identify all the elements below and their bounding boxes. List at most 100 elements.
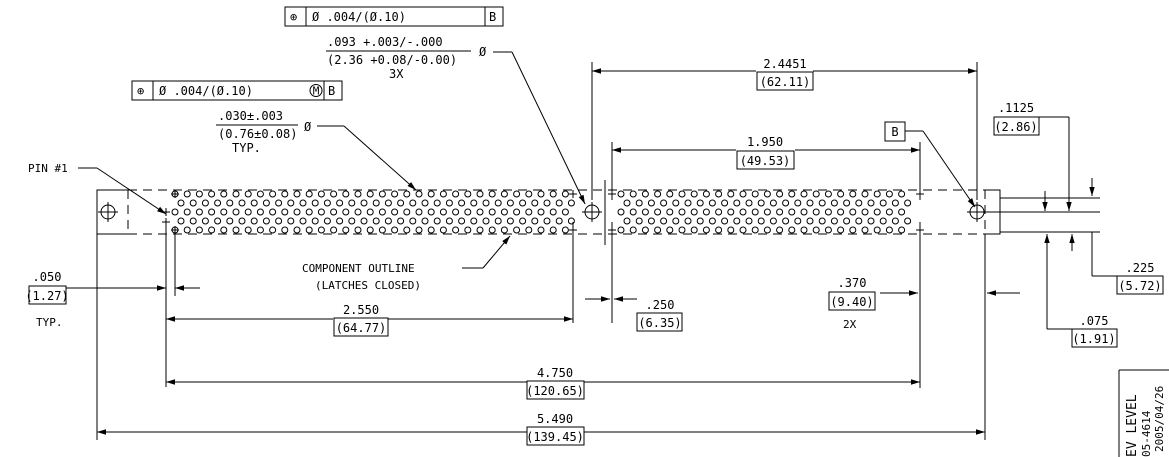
pin-hole	[208, 190, 216, 198]
dim-2-4451-mm: (62.11)	[760, 75, 811, 89]
fcf-mid-symbol: ⊕	[137, 84, 144, 98]
pin-hole	[617, 190, 625, 198]
dim-5-490-in: 5.490	[537, 412, 573, 426]
rev-level-block: EV LEVEL 05-4614 2005/04/26	[1118, 369, 1169, 457]
pin-hole	[183, 208, 191, 216]
pin-hole	[837, 208, 845, 216]
hole-small-diameter-symbol: Ø	[304, 120, 312, 134]
pin-hole	[873, 190, 881, 198]
pin-hole	[629, 226, 637, 234]
pin-hole	[317, 208, 325, 216]
pin-hole	[177, 199, 185, 207]
rev-level-date: 2005/04/26	[1153, 386, 1166, 452]
pin-hole	[409, 217, 417, 225]
pin-hole	[238, 217, 246, 225]
pin-hole	[824, 190, 832, 198]
pin-hole	[769, 199, 777, 207]
pin-hole	[488, 190, 496, 198]
pin-hole	[849, 226, 857, 234]
hole-large-metric: (2.36 +0.08/-0.00)	[327, 53, 457, 67]
dim-2-550: 2.550 (64.77)	[165, 222, 574, 387]
pin-hole	[806, 199, 814, 207]
pin-1-label: PIN #1	[28, 162, 68, 175]
pin-hole	[299, 199, 307, 207]
pin-hole	[226, 217, 234, 225]
pin-hole	[812, 190, 820, 198]
pin-hole	[232, 226, 240, 234]
pin-hole	[397, 199, 405, 207]
pin-hole	[561, 190, 569, 198]
pin-hole	[427, 190, 435, 198]
pin-hole	[549, 190, 557, 198]
pin-hole	[378, 190, 386, 198]
pin-hole	[464, 208, 472, 216]
pin-hole	[733, 199, 741, 207]
pin-hole	[482, 217, 490, 225]
pin-hole	[647, 199, 655, 207]
pin-hole	[782, 217, 790, 225]
pin-hole	[403, 226, 411, 234]
pin-hole	[537, 226, 545, 234]
dim-1-950: 1.950 (49.53)	[611, 135, 921, 200]
pin-hole	[879, 199, 887, 207]
pin-hole	[488, 226, 496, 234]
hole-small-note: TYP.	[232, 141, 261, 155]
pin-hole	[214, 217, 222, 225]
pin-hole	[800, 190, 808, 198]
pin-hole	[494, 199, 502, 207]
pin-hole	[855, 217, 863, 225]
pin-hole	[299, 217, 307, 225]
hole-large-note: 3X	[389, 67, 404, 81]
pin-hole	[537, 190, 545, 198]
pin-hole	[721, 199, 729, 207]
pin-hole	[482, 199, 490, 207]
dim-225-mm: (5.72)	[1118, 279, 1161, 293]
pin-hole	[531, 217, 539, 225]
pin-hole	[837, 190, 845, 198]
pin-hole	[690, 190, 698, 198]
pin-hole	[183, 190, 191, 198]
pin-hole	[641, 226, 649, 234]
pin-hole	[305, 208, 313, 216]
pin-hole	[256, 190, 264, 198]
pin-hole	[378, 226, 386, 234]
pin-hole	[885, 208, 893, 216]
fcf-mid: ⊕ Ø .004/(Ø.10) M B	[131, 80, 343, 101]
pin-hole	[733, 217, 741, 225]
pin-hole	[513, 226, 521, 234]
pin-hole	[220, 226, 228, 234]
component-outline-line2: (LATCHES CLOSED)	[315, 279, 421, 292]
dim-2-550-in: 2.550	[343, 303, 379, 317]
pin-hole	[812, 208, 820, 216]
pin-hole	[183, 226, 191, 234]
dim-250: .250 (6.35)	[585, 222, 683, 332]
component-outline-line1: COMPONENT OUTLINE	[302, 262, 415, 275]
pin-hole	[794, 217, 802, 225]
pin-hole	[488, 208, 496, 216]
pin-hole	[445, 217, 453, 225]
pin-hole	[189, 217, 197, 225]
pin-hole	[433, 199, 441, 207]
pin-hole	[293, 208, 301, 216]
dim-075-mm: (1.91)	[1072, 332, 1115, 346]
pin-hole	[287, 199, 295, 207]
pin-hole	[238, 199, 246, 207]
pin-hole	[415, 208, 423, 216]
pin-hole	[452, 226, 460, 234]
dim-4-750-in: 4.750	[537, 366, 573, 380]
pin-hole	[226, 199, 234, 207]
pin-hole	[421, 217, 429, 225]
pin-hole	[464, 226, 472, 234]
pin-hole	[177, 217, 185, 225]
fcf-top-datum: B	[489, 10, 496, 24]
pin-hole	[275, 199, 283, 207]
fcf-top-tolerance: Ø .004/(Ø.10)	[312, 10, 406, 24]
pin-hole	[660, 217, 668, 225]
pin-hole	[617, 208, 625, 216]
pin-hole	[513, 190, 521, 198]
pin-hole	[195, 208, 203, 216]
pin-hole	[531, 199, 539, 207]
pin-hole	[506, 217, 514, 225]
pin-hole	[885, 226, 893, 234]
pin-hole	[672, 217, 680, 225]
